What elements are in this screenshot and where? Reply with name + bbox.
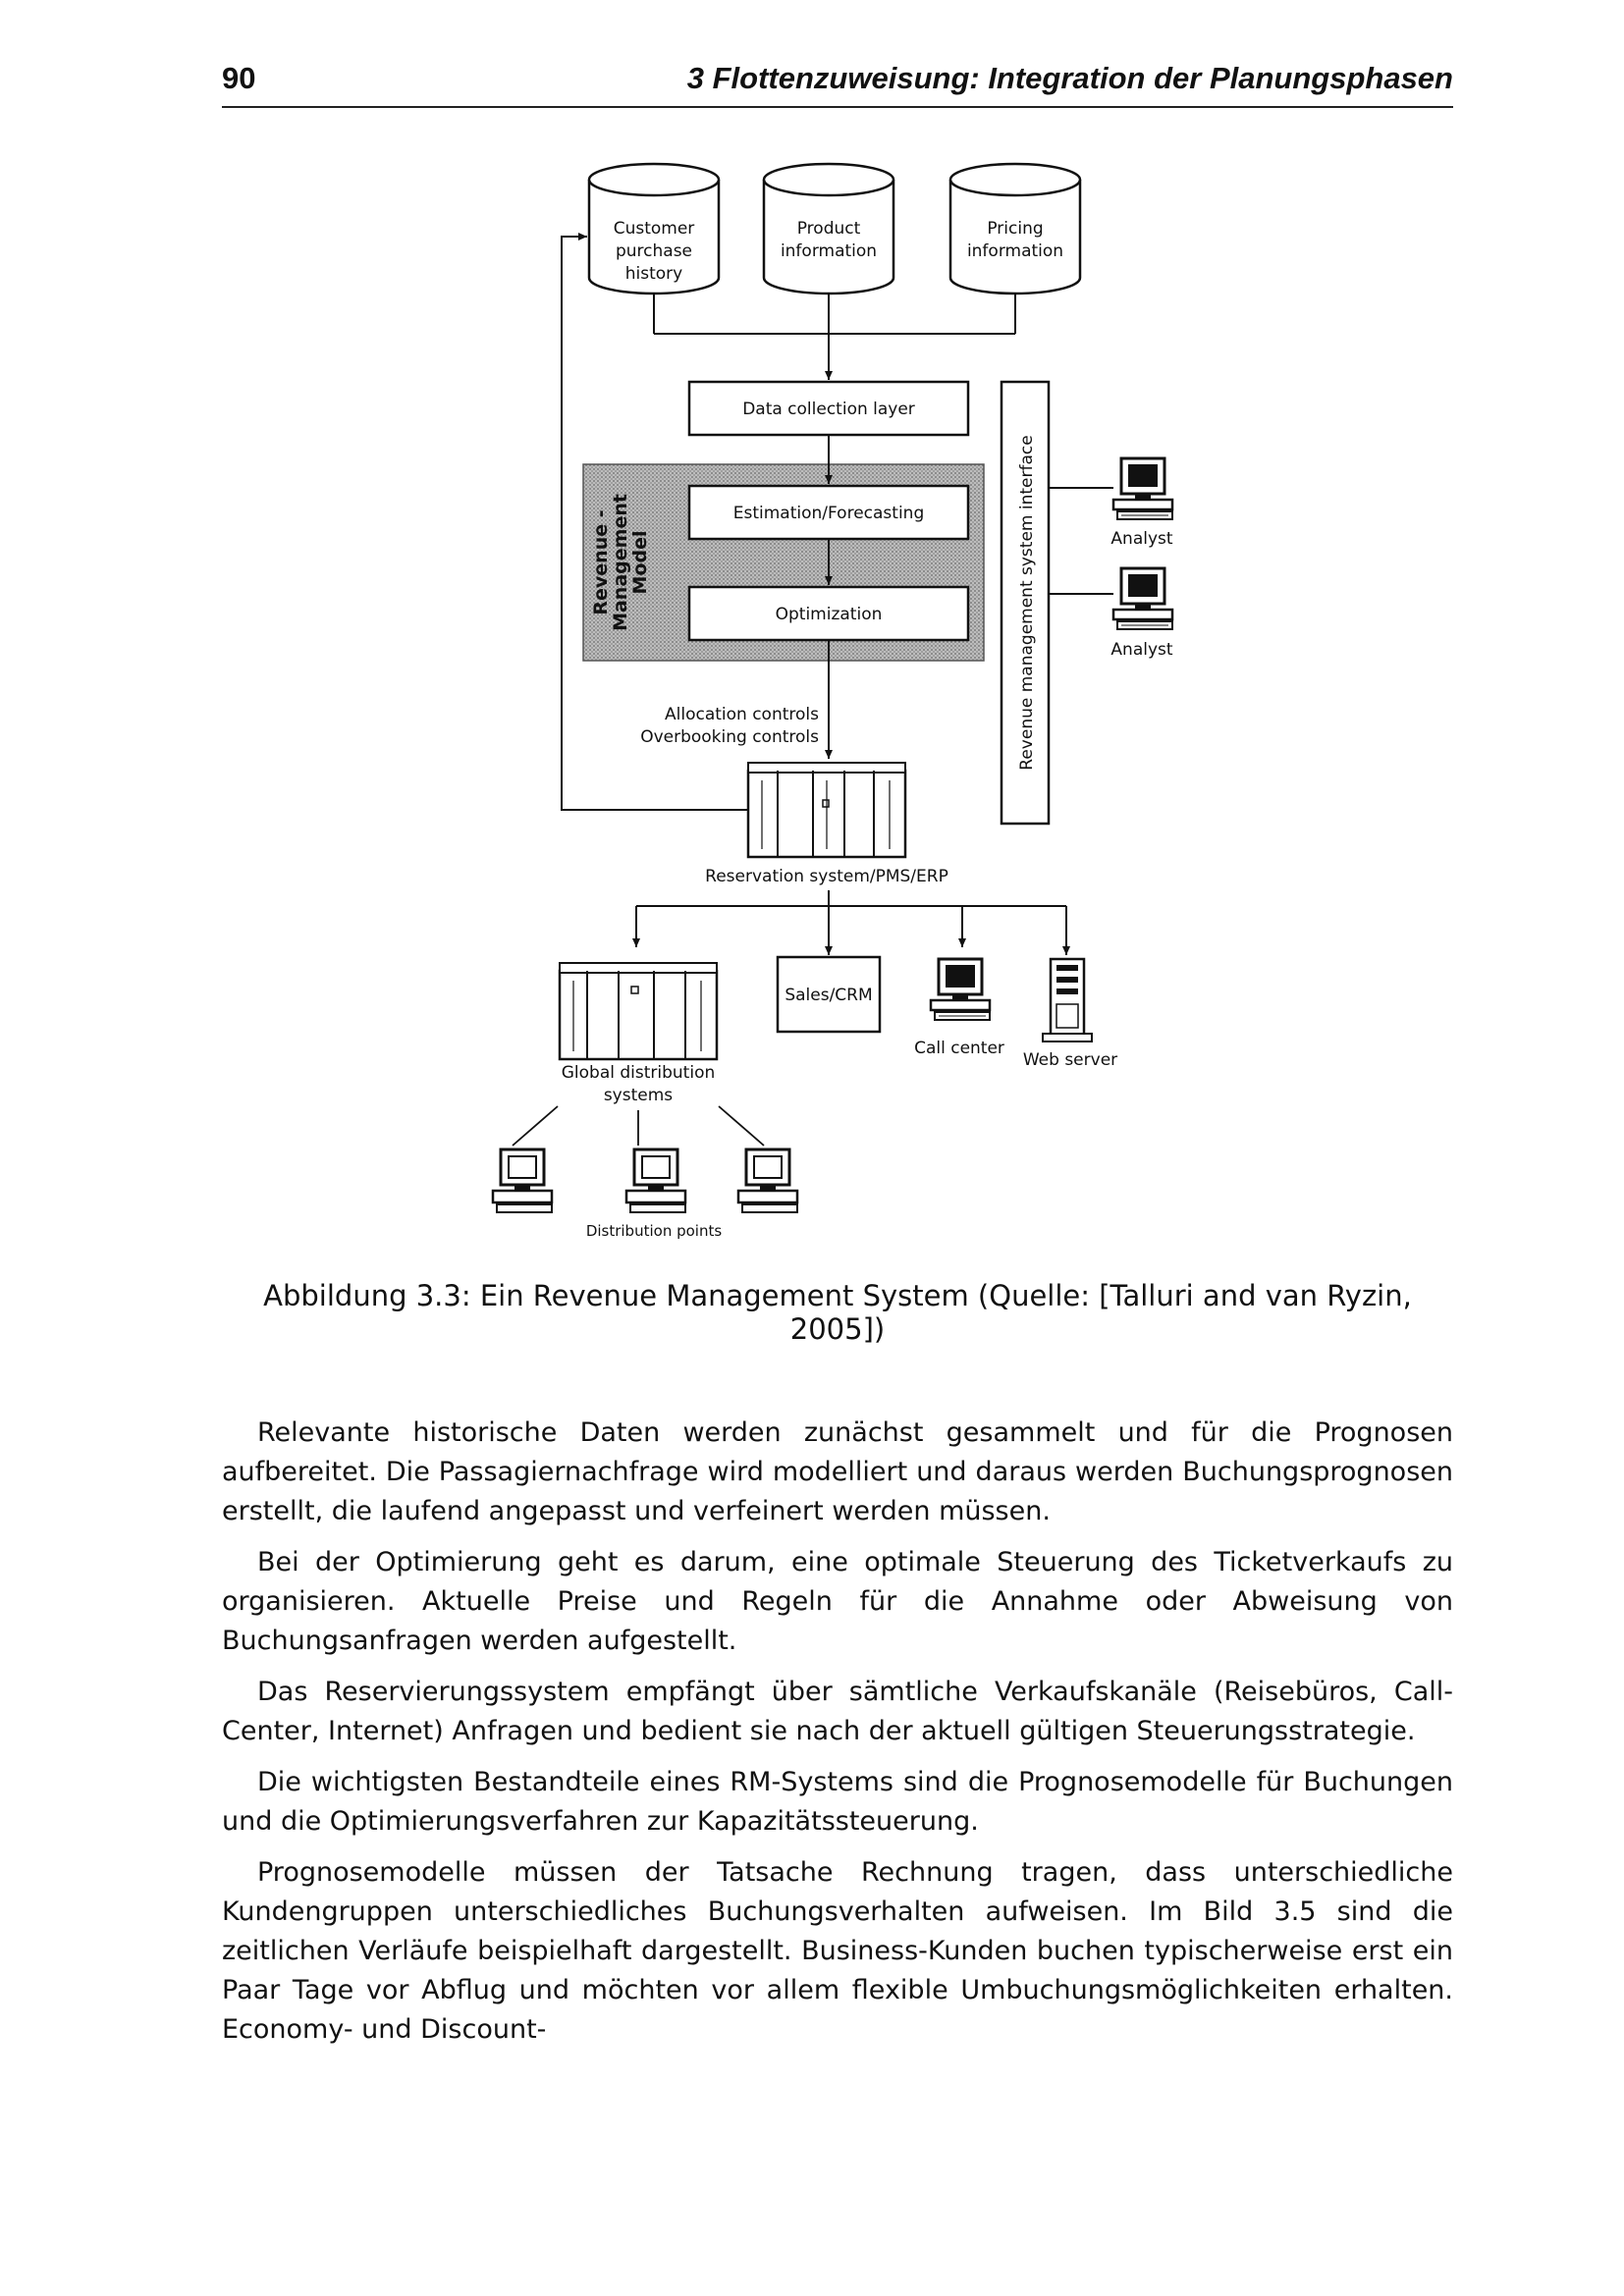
data-collection-label: Data collection layer [742, 400, 915, 419]
rm-model-label-1: Revenue - [590, 509, 612, 614]
feedback-loop-arrow [561, 233, 748, 811]
db-customer-label-3: history [625, 264, 682, 284]
allocation-controls-label: Allocation controls [665, 705, 819, 724]
analyst-2-computer-icon: Analyst [1110, 566, 1174, 660]
web-server-icon: Web server [1023, 957, 1117, 1070]
revenue-management-diagram: Customer purchase history Product inform… [491, 162, 1174, 1240]
figure-caption: Abbildung 3.3: Ein Revenue Management Sy… [263, 1279, 1412, 1346]
db-customer-purchase-history: Customer purchase history [587, 162, 721, 295]
web-server-label: Web server [1023, 1050, 1117, 1070]
sales-crm-box: Sales/CRM [776, 955, 882, 1034]
distribution-point-computer-icon [624, 1148, 687, 1214]
data-collection-layer-box: Data collection layer [687, 380, 970, 437]
call-center-label: Call center [914, 1039, 1004, 1058]
page-number: 90 [222, 61, 256, 95]
estimation-forecasting-label: Estimation/Forecasting [733, 504, 924, 523]
gds-label-2: systems [604, 1086, 673, 1105]
estimation-forecasting-box [687, 484, 970, 541]
distribution-point-computer-icon [736, 1148, 799, 1214]
reservation-system-mainframe: Reservation system/PMS/ERP [705, 762, 948, 886]
analyst-2-label: Analyst [1110, 640, 1172, 660]
paragraph: Die wichtigsten Bestandteile eines RM-Sy… [222, 1767, 1453, 1837]
distribution-points-label: Distribution points [586, 1222, 723, 1240]
sales-crm-label: Sales/CRM [785, 986, 872, 1005]
db-pricing-label-1: Pricing [987, 219, 1043, 239]
optimization-label: Optimization [776, 605, 883, 624]
db-pricing-information: Pricing information [948, 162, 1082, 295]
analyst-1-computer-icon: Analyst [1110, 456, 1174, 549]
revenue-management-model: Revenue - Management Model Estimation/Fo… [582, 463, 985, 662]
paragraph: Prognosemodelle müssen der Tatsache Rech… [222, 1857, 1453, 2045]
paragraph: Relevante historische Daten werden zunäc… [222, 1417, 1453, 1526]
db-product-information: Product information [762, 162, 895, 295]
overbooking-controls-label: Overbooking controls [640, 727, 819, 747]
rm-model-label-2: Management [610, 494, 631, 631]
distribution-point-connectors [512, 1105, 765, 1147]
rm-interface-label: Revenue management system interface [1017, 435, 1037, 770]
analyst-1-label: Analyst [1110, 529, 1172, 549]
reservation-system-label: Reservation system/PMS/ERP [705, 867, 948, 886]
rm-system-interface: Revenue management system interface [1000, 380, 1113, 826]
body-text: Relevante historische Daten werden zunäc… [222, 1414, 1453, 2061]
global-distribution-systems-mainframe: Global distribution systems [558, 962, 719, 1105]
distribution-connectors [632, 890, 1070, 955]
paragraph: Bei der Optimierung geht es darum, eine … [222, 1547, 1453, 1656]
db-product-label-1: Product [797, 219, 861, 239]
db-connectors [653, 294, 1016, 380]
rm-model-label-3: Model [629, 531, 651, 595]
db-product-label-2: information [781, 241, 877, 261]
db-customer-label-1: Customer [614, 219, 695, 239]
gds-label-1: Global distribution [562, 1063, 716, 1083]
distribution-point-computer-icon [491, 1148, 554, 1214]
page-header: 90 3 Flottenzuweisung: Integration der P… [222, 61, 1453, 108]
db-customer-label-2: purchase [616, 241, 692, 261]
call-center-computer-icon: Call center [914, 957, 1004, 1058]
running-title: 3 Flottenzuweisung: Integration der Plan… [686, 61, 1453, 95]
optimization-box [687, 585, 970, 642]
db-pricing-label-2: information [967, 241, 1063, 261]
paragraph: Das Reservierungssystem empfängt über sä… [222, 1677, 1453, 1746]
